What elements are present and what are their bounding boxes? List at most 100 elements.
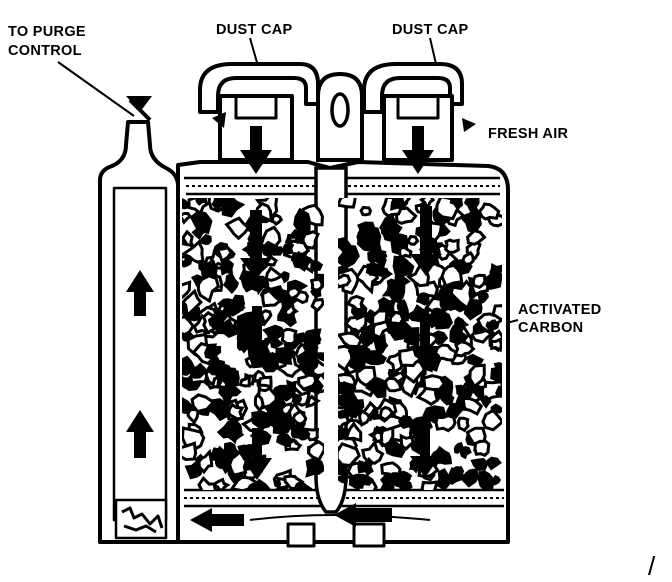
carbon-granule [485, 319, 500, 330]
carbon-granule [480, 394, 492, 409]
carbon-granule [453, 340, 476, 358]
carbon-granule [396, 299, 409, 311]
fresh-air-arrow-right-icon [462, 118, 476, 132]
carbon-granule [257, 386, 278, 410]
plenum-arrow-right-icon [334, 503, 392, 527]
dust-cap-left-hood [198, 62, 320, 114]
carbon-granule [379, 214, 403, 243]
carbon-granule [347, 345, 361, 360]
carbon-granule [279, 271, 290, 284]
carbon-granule [292, 230, 307, 245]
carbon-granule [338, 472, 348, 484]
carbon-granule [216, 418, 243, 445]
carbon-granule [238, 373, 251, 388]
carbon-granule [317, 352, 324, 362]
carbon-granule [359, 205, 373, 217]
purge-tube [98, 96, 180, 544]
carbon-granule [477, 202, 501, 221]
activated-carbon-label-line2: CARBON [518, 320, 583, 336]
carbon-granule [398, 245, 413, 260]
carbon-granule [454, 316, 470, 332]
carbon-granule [406, 235, 420, 246]
flow-arrows [126, 112, 476, 532]
carbon-granule [307, 440, 324, 462]
carbon-granule [291, 409, 308, 426]
inlet-arrow-right-icon [402, 126, 434, 174]
carbon-granule [416, 292, 430, 306]
carbon-granule [398, 415, 416, 430]
carbon-granule [449, 198, 464, 210]
carbon-granule [457, 416, 470, 433]
carbon-granule [286, 285, 302, 301]
page-mark: / [648, 551, 656, 581]
center-mount-slot [330, 92, 350, 128]
dust-cap-right-label: DUST CAP [392, 22, 469, 38]
dust-cap-left-leader [249, 37, 259, 67]
carbon-granule [385, 472, 404, 487]
carbon-granule [280, 327, 298, 346]
purge-outlet-arrow-shaft [128, 98, 152, 122]
carbon-granule [204, 345, 222, 361]
carbon-granule [356, 226, 382, 248]
carbon-granule [478, 471, 493, 486]
carbon-granule [309, 277, 324, 292]
carbon-granule [365, 377, 387, 399]
carbon-granule [433, 309, 453, 330]
bed-left-arrow-1-icon [240, 210, 272, 280]
carbon-granule [197, 448, 214, 475]
carbon-granule [338, 442, 361, 468]
purge-up-arrow-2-icon [126, 410, 154, 458]
carbon-granule [495, 385, 502, 398]
carbon-granule [358, 408, 372, 428]
carbon-granule [209, 445, 234, 472]
base-foot-right [352, 522, 386, 548]
dust-cap-right-leader [429, 37, 437, 65]
carbon-granule [461, 206, 482, 233]
carbon-granule [281, 243, 295, 255]
carbon-granule [461, 250, 475, 267]
carbon-granule [216, 298, 239, 314]
carbon-granule [283, 474, 305, 490]
carbon-granule [460, 468, 480, 488]
carbon-granule [484, 271, 502, 291]
carbon-granule [228, 450, 249, 477]
dust-cap-left-inner [234, 96, 278, 120]
carbon-granule [182, 397, 193, 415]
carbon-granule [182, 314, 195, 337]
carbon-granule [418, 198, 436, 213]
carbon-granule [257, 375, 273, 389]
purge-tube-filter-fill [121, 506, 164, 534]
carbon-granule [189, 362, 207, 379]
carbon-granule [338, 381, 357, 396]
carbon-granule [468, 363, 486, 389]
carbon-granule [348, 473, 365, 489]
carbon-granule [471, 273, 487, 289]
bed-right-arrow-2-icon [410, 314, 440, 368]
carbon-granule [375, 250, 388, 260]
purge-up-arrow-1-icon [126, 270, 154, 316]
dust-cap-left-label: DUST CAP [216, 22, 293, 38]
bed-left-arrow-2-icon [242, 306, 272, 362]
carbon-granule [182, 360, 188, 374]
purge-control-label-line1: TO PURGE [8, 24, 86, 40]
carbon-granule [455, 384, 471, 398]
carbon-granule [378, 405, 395, 422]
carbon-granule [461, 396, 484, 416]
carbon-granule [190, 393, 216, 414]
carbon-granule [182, 212, 193, 225]
carbon-granule [182, 280, 192, 300]
carbon-granule [422, 374, 447, 392]
carbon-granule [373, 267, 389, 279]
carbon-bed-left [182, 198, 324, 490]
carbon-granule [261, 288, 283, 308]
carbon-granule [278, 384, 294, 402]
activated-carbon-label-line1: ACTIVATED [518, 302, 602, 318]
carbon-granule [338, 244, 360, 269]
carbon-granule [383, 376, 403, 393]
carbon-granule [392, 255, 415, 277]
carbon-granule [269, 335, 284, 349]
carbon-granule [293, 207, 311, 235]
carbon-granule [279, 345, 294, 363]
carbon-granule [311, 358, 324, 378]
